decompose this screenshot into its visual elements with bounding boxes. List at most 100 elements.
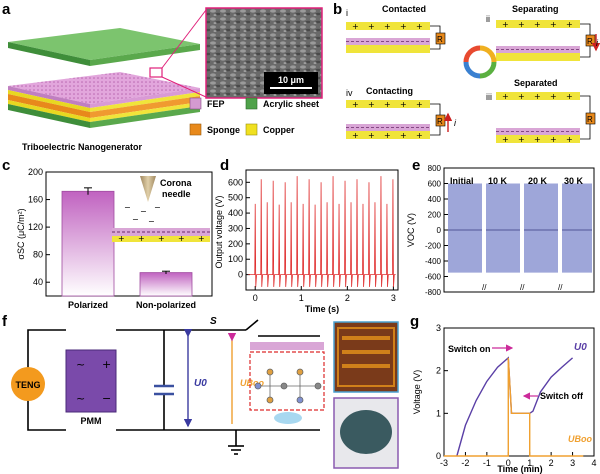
b-ii-top-electrode-sign-1: + <box>518 20 525 29</box>
g-ytick-label-0: 0 <box>436 451 441 461</box>
pmm-plus: + <box>102 358 111 371</box>
g-xtick-label-1: -2 <box>461 458 469 468</box>
panel-label-g: g <box>410 313 419 330</box>
state-i: i <box>346 8 348 18</box>
b-iii-resistor-label: R <box>587 115 593 124</box>
molecule-icon <box>254 368 322 404</box>
b-ii-current-label: i <box>596 38 599 48</box>
svg-text:−: − <box>132 215 139 224</box>
svg-text:−: − <box>140 207 147 216</box>
g-xtick-label-0: -3 <box>440 458 448 468</box>
legend-swatch-fep <box>189 97 202 110</box>
chart-g-switch-on: Switch on <box>448 344 491 354</box>
panel-label-a: a <box>2 1 11 18</box>
b-iv-top-electrode-sign-2: + <box>384 100 391 109</box>
chart-d-ylabel: Output voltage (V) <box>214 195 224 268</box>
d-ytick-label-1: 100 <box>228 254 243 264</box>
b-ii-top-electrode-sign-3: + <box>550 20 557 29</box>
switch-label: S <box>210 316 217 327</box>
e-ytick-label-1: -600 <box>425 273 442 282</box>
b-i-resistor-label: R <box>437 35 443 44</box>
b-iii-top-electrode-sign-3: + <box>550 92 557 101</box>
g-xtick-label-7: 4 <box>591 458 596 468</box>
zoom-box <box>149 67 163 78</box>
scale-bar-label: 10 μm <box>278 75 304 85</box>
b-iv-bottom-electrode-sign-3: + <box>400 131 407 140</box>
chart-c-bars <box>61 187 193 297</box>
b-iv-bottom-electrode-sign-0: + <box>352 131 359 140</box>
label-separating: Separating <box>512 4 559 14</box>
b-iii-top-electrode-sign-2: + <box>534 92 541 101</box>
panel-label-e: e <box>412 157 420 174</box>
chart-c-ylabel: σSC (μC/m²) <box>16 208 26 259</box>
c-ytick-label-4: 200 <box>28 167 43 177</box>
b-i-top-electrode-sign-4: + <box>416 22 423 31</box>
b-iii-bottom-electrode <box>496 135 580 143</box>
b-iv-bottom-electrode-sign-4: + <box>416 131 423 140</box>
e-ytick-label-2: -400 <box>425 257 442 266</box>
b-iii-top-electrode-sign-4: + <box>566 92 573 101</box>
c-ytick-label-0: 40 <box>33 277 43 287</box>
g-xtick-label-2: -1 <box>483 458 491 468</box>
g-xtick-label-3: 0 <box>506 458 511 468</box>
chart-g-frame <box>443 327 595 457</box>
b-i-top-electrode <box>346 22 430 30</box>
g-ytick-label-2: 2 <box>436 366 441 376</box>
b-iv-top-electrode-sign-0: + <box>352 100 359 109</box>
b-i-bottom-electrode <box>346 45 430 53</box>
b-iv-top-electrode <box>346 100 430 108</box>
panel-b: b i Contacted ii Separating iv Contactin… <box>333 1 600 144</box>
b-ii-top-electrode <box>496 20 580 28</box>
e-ytick-label-6: 400 <box>428 195 442 204</box>
chart-e-ylabel: VOC (V) <box>406 213 416 247</box>
e-ytick-label-7: 600 <box>428 180 442 189</box>
circuit-wires <box>27 319 320 455</box>
d-xtick-label-3: 3 <box>391 293 396 303</box>
b-iv-top-electrode-sign-1: + <box>368 100 375 109</box>
b-ii-top-electrode-sign-2: + <box>534 20 541 29</box>
chart-g-legend-u0: U0 <box>574 342 587 353</box>
b-ii-bottom-electrode <box>496 53 580 61</box>
u0-label: U0 <box>194 378 207 389</box>
b-iv-bottom-electrode-sign-2: + <box>384 131 391 140</box>
panel-f: f TENG ~ ~ + − PMM U0 S UBoo <box>2 313 399 469</box>
state-iv: iv <box>346 88 353 98</box>
teng-title: Triboelectric Nanogenerator <box>22 142 143 152</box>
legend-swatch-acrylic <box>245 97 258 110</box>
pmm-module <box>65 349 117 413</box>
teng-source <box>11 367 45 401</box>
d-ytick-label-5: 500 <box>228 193 243 203</box>
svg-text:−: − <box>124 203 131 212</box>
b-iv-bottom-electrode <box>346 131 430 139</box>
d-xtick-label-0: 0 <box>253 293 258 303</box>
state-iii: iii <box>486 92 492 102</box>
b-iii-top-electrode <box>496 92 580 100</box>
panel-label-b: b <box>333 1 342 18</box>
corona-label-1: Corona <box>160 178 192 188</box>
b-iii-bottom-electrode-sign-4: + <box>566 135 573 144</box>
b-i-top-electrode-sign-2: + <box>384 22 391 31</box>
panel-label-f: f <box>2 313 8 330</box>
b-i-top-electrode-sign-3: + <box>400 22 407 31</box>
chart-g-series-uboo <box>444 357 584 457</box>
b-iii-bottom-electrode-sign-0: + <box>502 135 509 144</box>
uboo-label: UBoo <box>240 378 264 388</box>
b-i-top-electrode-sign-1: + <box>368 22 375 31</box>
cycle-icon <box>463 45 497 79</box>
e-break-3: // <box>558 283 563 292</box>
label-contacted: Contacted <box>382 4 426 14</box>
e-break-1: // <box>482 283 487 292</box>
b-ii-top-electrode-sign-4: + <box>566 20 573 29</box>
svg-text:+: + <box>118 234 125 243</box>
state-ii: ii <box>486 14 490 24</box>
svg-text:−: − <box>148 217 155 226</box>
b-iv-resistor-label: R <box>437 117 443 126</box>
